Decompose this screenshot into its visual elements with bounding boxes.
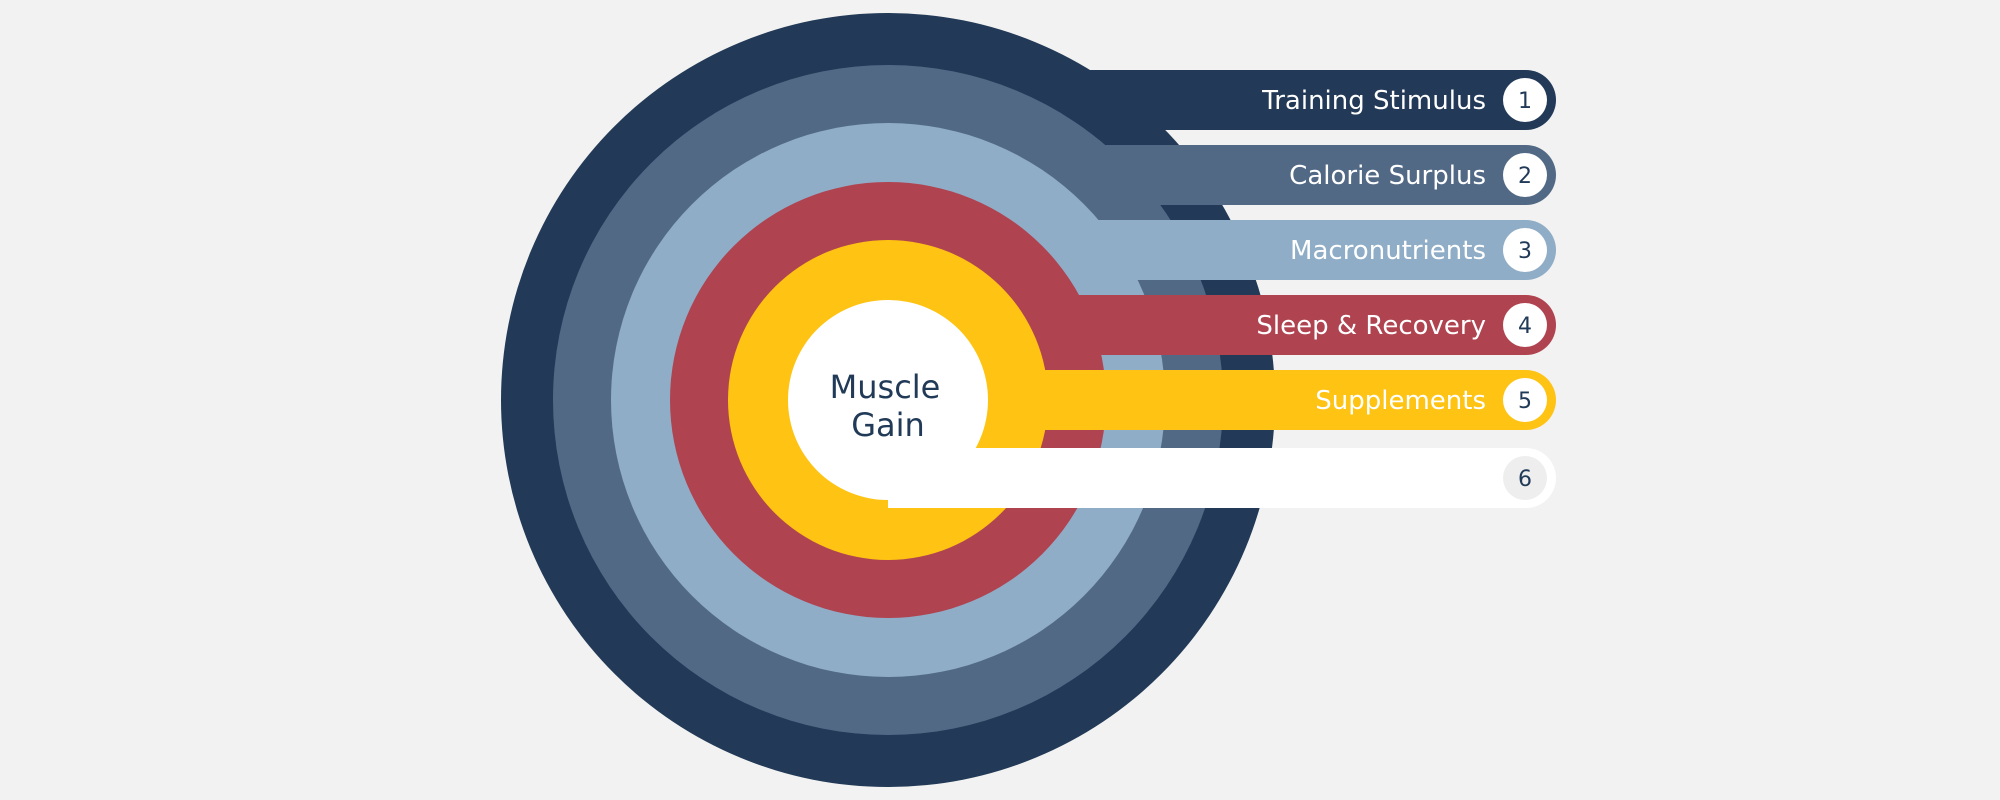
layer-6-number: 6: [1518, 467, 1532, 492]
layer-2-label: Calorie Surplus: [1289, 161, 1486, 191]
layer-2-bar: [1080, 145, 1556, 205]
layer-5-number: 5: [1518, 389, 1532, 414]
layer-1-number: 1: [1518, 89, 1532, 114]
layer-2-number: 2: [1518, 164, 1532, 189]
layer-2-badge: [1503, 153, 1547, 197]
layer-6-label: Consistency: [1329, 464, 1486, 494]
layer-6-badge: [1503, 456, 1547, 500]
layer-3-bar: [1080, 220, 1556, 280]
center-label-line1: Muscle: [830, 368, 941, 406]
layer-6: Consistency 6: [788, 300, 1556, 508]
layer-3-number: 3: [1518, 239, 1532, 264]
center-label-line2: Gain: [851, 406, 925, 444]
layer-4-label: Sleep & Recovery: [1256, 311, 1486, 341]
layer-1-badge: [1503, 78, 1547, 122]
layer-4-badge: [1503, 303, 1547, 347]
layer-5-bar: [980, 370, 1556, 430]
layer-6-bar: [888, 448, 1556, 508]
layer-4-bar: [1020, 295, 1556, 355]
layer-1-bar: [1080, 70, 1556, 130]
layer-4-number: 4: [1518, 314, 1532, 339]
layer-5-badge: [1503, 378, 1547, 422]
layer-3-badge: [1503, 228, 1547, 272]
layer-1-label: Training Stimulus: [1261, 86, 1486, 116]
layer-5-label: Supplements: [1315, 386, 1486, 416]
layer-3-label: Macronutrients: [1290, 236, 1486, 266]
